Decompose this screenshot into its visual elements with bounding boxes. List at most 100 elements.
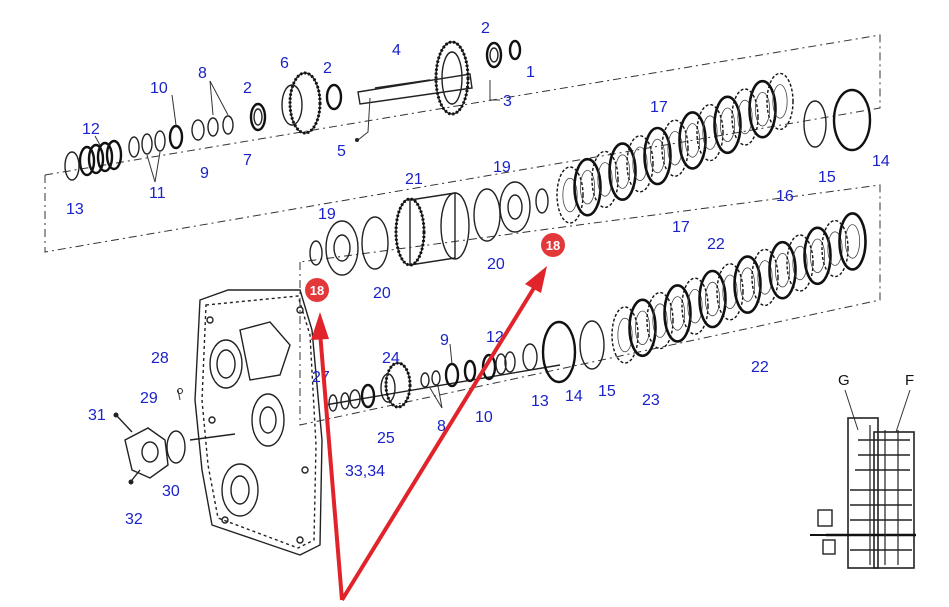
bearing-2-mid <box>325 83 343 111</box>
clutch-pack-22 <box>611 212 867 364</box>
label-20: 20 <box>487 256 505 273</box>
lower-shaft-assembly <box>324 320 605 412</box>
clutch-disc <box>628 298 657 358</box>
clutch-disc <box>646 291 674 350</box>
o-ring-29 <box>166 430 186 464</box>
label-27: 27 <box>312 369 330 386</box>
label-15: 15 <box>598 383 616 400</box>
label-19: 19 <box>493 159 511 176</box>
transmission-housing <box>189 289 323 556</box>
clutch-disc <box>643 126 672 186</box>
clutch-disc <box>608 142 637 201</box>
label-9: 9 <box>200 165 209 182</box>
label-2: 2 <box>243 80 252 97</box>
label-17: 17 <box>672 219 690 236</box>
label-10: 10 <box>150 80 168 97</box>
ring-15-top <box>803 100 827 148</box>
bearing-25 <box>360 383 376 409</box>
label-25: 25 <box>377 430 395 447</box>
clutch-disc <box>748 79 777 139</box>
label-28: 28 <box>151 350 169 367</box>
clutch-disc <box>696 103 724 162</box>
clutch-disc <box>768 240 797 300</box>
arrow-head-right <box>525 266 547 293</box>
ring-1 <box>508 39 522 61</box>
label-16: 16 <box>776 188 794 205</box>
label-4: 4 <box>392 42 401 59</box>
pump-assembly <box>113 388 186 485</box>
ring-20-left <box>361 216 389 270</box>
label-3: 3 <box>503 93 512 110</box>
shaft-part-4 <box>357 73 473 105</box>
label-17: 17 <box>650 99 668 116</box>
label-29: 29 <box>140 390 158 407</box>
clutch-disc <box>751 248 779 307</box>
ring-13-low <box>522 343 538 371</box>
clutch-disc <box>573 157 602 217</box>
part-labels: 1 2 2 2 3 4 5 6 7 8 8 9 9 10 10 11 12 12… <box>66 20 890 528</box>
clutch-disc <box>611 306 639 364</box>
label-5: 5 <box>337 143 346 160</box>
callout-number: 18 <box>310 283 324 298</box>
schematic-label-f: F <box>905 372 914 389</box>
red-arrows <box>311 266 547 602</box>
cover-30 <box>124 427 169 479</box>
clutch-disc <box>733 255 762 314</box>
ring-14-low <box>541 320 577 384</box>
clutch-disc <box>661 119 689 177</box>
label-23: 23 <box>642 392 660 409</box>
clutch-disc <box>713 95 742 155</box>
clutch-disc <box>803 226 832 286</box>
middle-parts <box>309 181 549 276</box>
label-20: 20 <box>373 285 391 302</box>
clutch-disc <box>591 150 619 209</box>
label-6: 6 <box>280 55 289 72</box>
ring-18-right <box>535 188 549 214</box>
disc-19-right <box>499 181 531 233</box>
clutch-disc <box>681 277 709 335</box>
clutch-disc <box>678 111 707 170</box>
bearing-2-top <box>485 41 503 69</box>
clutch-disc <box>821 219 849 278</box>
drum-21 <box>409 192 456 266</box>
clutch-disc <box>716 263 744 321</box>
label-7: 7 <box>243 152 252 169</box>
clutch-disc <box>556 166 584 224</box>
label-2: 2 <box>481 20 490 37</box>
label-12: 12 <box>82 121 100 138</box>
label-24: 24 <box>382 350 400 367</box>
ring-14-top <box>832 88 872 152</box>
label-22: 22 <box>751 359 769 376</box>
label-19: 19 <box>318 206 336 223</box>
clutch-disc <box>698 269 727 329</box>
clutch-disc <box>626 135 654 193</box>
label-2: 2 <box>323 60 332 77</box>
arrow-head-left <box>311 312 329 340</box>
label-14: 14 <box>872 153 890 170</box>
callout-badge-left: 18 <box>305 278 329 302</box>
clutch-disc <box>786 234 814 292</box>
clutch-disc <box>838 212 867 271</box>
callout-badge-right: 18 <box>541 233 565 257</box>
label-8: 8 <box>198 65 207 82</box>
label-15: 15 <box>818 169 836 186</box>
label-13: 13 <box>66 201 84 218</box>
ring-18-left <box>309 240 323 266</box>
schematic-label-g: G <box>838 372 850 389</box>
label-32: 32 <box>125 511 143 528</box>
ring-9 <box>191 119 205 141</box>
top-shaft-assembly <box>64 39 522 181</box>
clutch-disc <box>663 284 692 343</box>
label-8: 8 <box>437 418 446 435</box>
clutch-disc <box>766 72 794 131</box>
label-11: 11 <box>149 185 166 202</box>
ring-15-low <box>579 320 605 370</box>
transmission-schematic: G F <box>810 372 916 569</box>
label-21: 21 <box>405 171 423 188</box>
label-14: 14 <box>565 388 583 405</box>
label-13: 13 <box>531 393 549 410</box>
label-10: 10 <box>475 409 493 426</box>
label-33-34: 33,34 <box>345 463 385 480</box>
label-9: 9 <box>440 332 449 349</box>
